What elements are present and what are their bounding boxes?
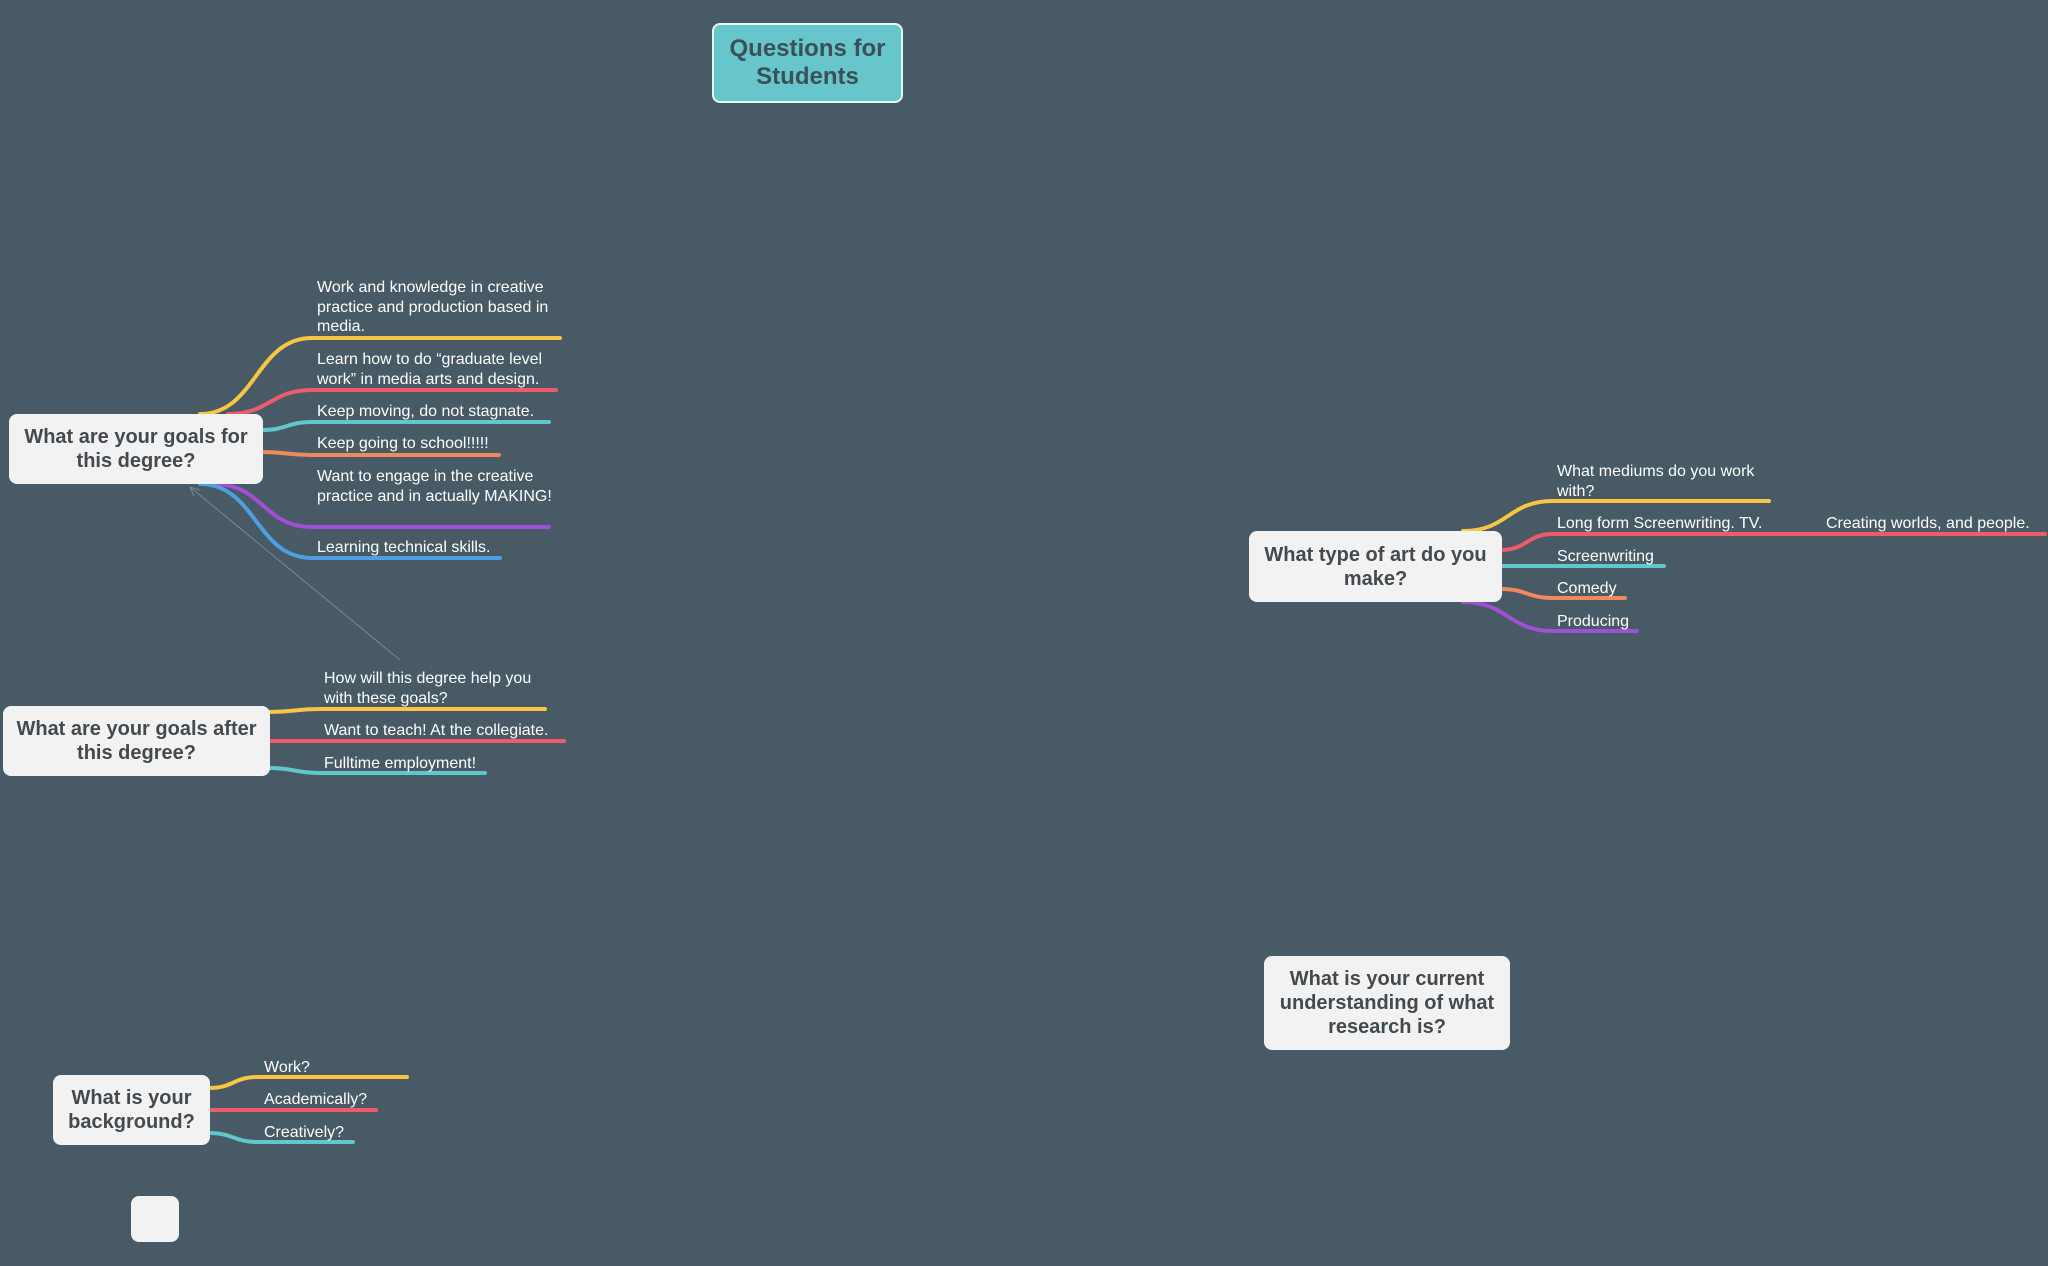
- subtopic-goals-for-degree-5[interactable]: Want to engage in the creative practice …: [317, 468, 552, 505]
- topic-research[interactable]: What is your current understanding of wh…: [1264, 956, 1510, 1050]
- subtopic-type-of-art-3[interactable]: Screenwriting: [1557, 548, 1654, 565]
- topic-background[interactable]: What is your background?: [53, 1075, 210, 1145]
- subtopic-goals-for-degree-3[interactable]: Keep moving, do not stagnate.: [317, 403, 535, 420]
- branch-goals-after-1: [267, 707, 547, 714]
- sub-subtopic-type-of-art[interactable]: Creating worlds, and people.: [1826, 515, 2030, 532]
- subtopic-goals-after-degree-2[interactable]: Want to teach! At the collegiate.: [324, 722, 549, 739]
- topic-goals-after-degree[interactable]: What are your goals after this degree?: [3, 706, 270, 776]
- subtopic-background-2[interactable]: Academically?: [264, 1091, 368, 1108]
- subtopic-goals-after-degree-3[interactable]: Fulltime employment!: [324, 755, 477, 772]
- root-topic[interactable]: Questions for Students: [712, 23, 903, 103]
- subtopic-goals-for-degree-6[interactable]: Learning technical skills.: [317, 539, 491, 556]
- relationship-line: [189, 486, 401, 661]
- subtopic-type-of-art-5[interactable]: Producing: [1557, 613, 1630, 630]
- subtopic-background-1[interactable]: Work?: [264, 1059, 310, 1076]
- subtopic-goals-for-degree-2[interactable]: Learn how to do “graduate level work” in…: [317, 351, 543, 388]
- subtopic-goals-after-degree-1[interactable]: How will this degree help you with these…: [324, 670, 532, 707]
- relationship-arrow-icon: [189, 486, 201, 497]
- subtopic-type-of-art-1[interactable]: What mediums do you work with?: [1557, 463, 1755, 500]
- branch-goals-for-3: [260, 420, 551, 432]
- subtopic-background-3[interactable]: Creatively?: [264, 1124, 345, 1141]
- subtopic-type-of-art-4[interactable]: Comedy: [1557, 580, 1617, 597]
- subtopic-type-of-art-2[interactable]: Long form Screenwriting. TV.: [1557, 515, 1763, 532]
- topic-goals-for-degree[interactable]: What are your goals for this degree?: [9, 414, 263, 484]
- subtopic-goals-for-degree-1[interactable]: Work and knowledge in creative practice …: [317, 279, 549, 335]
- topic-type-of-art[interactable]: What type of art do you make?: [1249, 531, 1502, 602]
- empty-topic[interactable]: [131, 1196, 179, 1242]
- branch-background-1: [207, 1075, 409, 1090]
- subtopic-goals-for-degree-4[interactable]: Keep going to school!!!!!: [317, 435, 489, 452]
